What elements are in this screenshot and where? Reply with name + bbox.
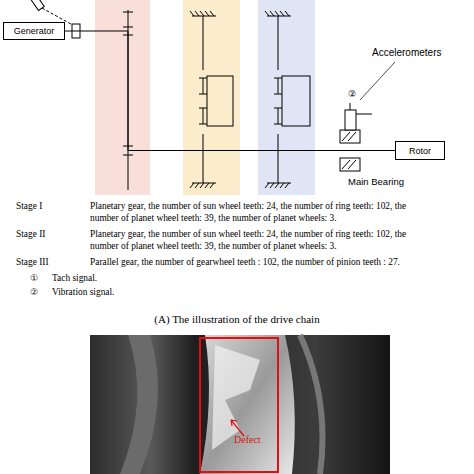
- rotor-box: Rotor: [395, 141, 445, 160]
- signal-note: Vibration signal.: [52, 286, 114, 298]
- defect-photo: [90, 335, 390, 474]
- part-label: Main Bearing: [348, 176, 404, 188]
- callout-number: ①: [30, 272, 38, 284]
- stage-description: Planetary gear, the number of sun wheel …: [90, 200, 420, 224]
- stage-description: Parallel gear, the number of gearwheel t…: [90, 256, 474, 268]
- stage-description: Planetary gear, the number of sun wheel …: [90, 228, 420, 252]
- callout-number: ②: [30, 286, 38, 298]
- node-label: Rotor: [409, 146, 431, 156]
- main-bearing: [340, 130, 360, 171]
- callout-number: ②: [348, 88, 356, 100]
- stage-name: Stage I: [16, 200, 42, 212]
- planetary-gear: [265, 11, 310, 188]
- accelerometer: [345, 62, 395, 130]
- node-label: Generator: [14, 26, 55, 36]
- generator-box: Generator: [3, 22, 65, 40]
- parallel-gear: [123, 10, 133, 190]
- stage-band: [258, 0, 315, 195]
- figure-caption: (A) The illustration of the drive chain: [0, 313, 474, 325]
- stage-name: Stage III: [16, 256, 49, 268]
- drive-shaft: [65, 31, 395, 151]
- coupling: [72, 24, 80, 38]
- stage-band: [95, 0, 150, 195]
- part-label: Accelerometers: [372, 47, 441, 59]
- planetary-gear: [190, 11, 233, 188]
- stage-band: [183, 0, 240, 195]
- stage-name: Stage II: [16, 228, 45, 240]
- signal-note: Tach signal.: [52, 272, 97, 284]
- defect-label: Defect: [234, 434, 261, 446]
